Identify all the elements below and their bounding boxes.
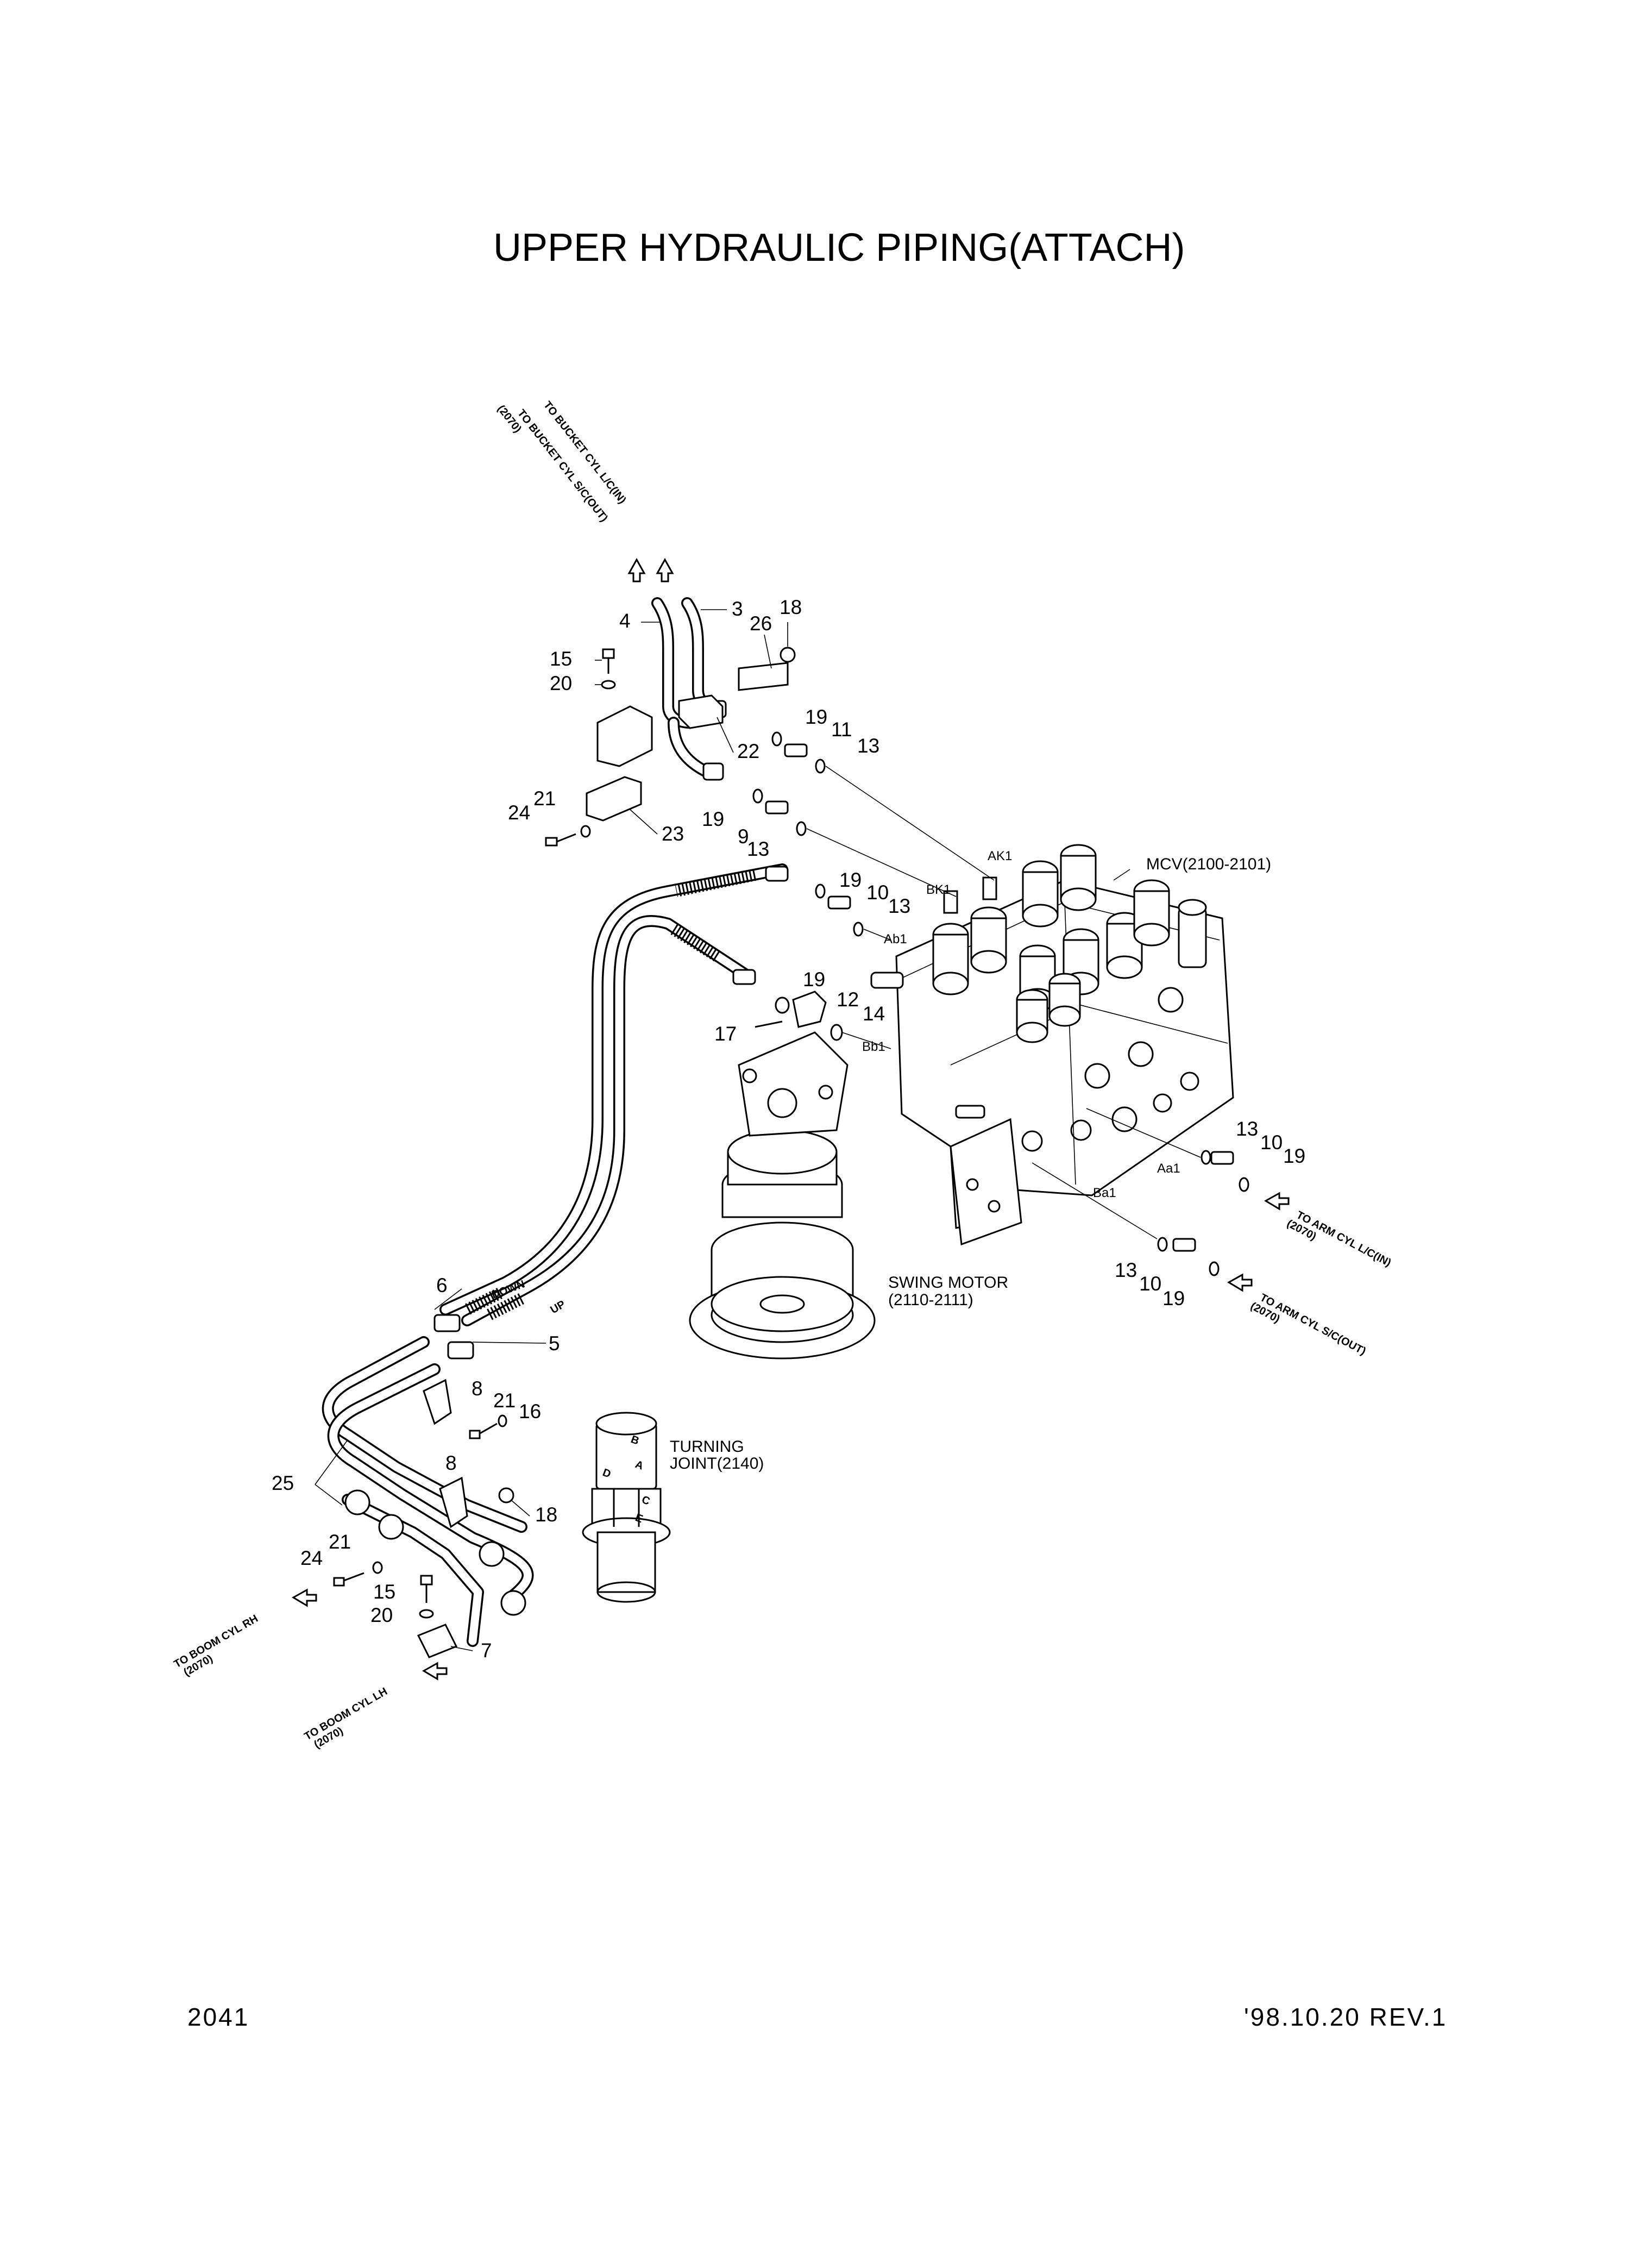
callout-17: 17 <box>714 1023 737 1045</box>
revision-date: '98.10.20 REV.1 <box>1244 2003 1447 2031</box>
diagram-title: UPPER HYDRAULIC PIPING(ATTACH) <box>493 226 1185 270</box>
port-bk1: BK1 <box>926 882 951 897</box>
callout-10b: 10 <box>1260 1131 1283 1154</box>
port-ak1: AK1 <box>988 849 1012 863</box>
callout-21: 21 <box>533 787 556 810</box>
callout-15: 15 <box>550 648 572 670</box>
callout-19b: 19 <box>702 808 724 830</box>
callout-8: 8 <box>472 1377 483 1400</box>
callout-24b: 24 <box>300 1547 323 1569</box>
callout-13d: 13 <box>1236 1118 1258 1140</box>
callout-7: 7 <box>481 1639 492 1662</box>
svg-text:A: A <box>633 1458 645 1473</box>
callout-13e: 13 <box>1115 1259 1137 1281</box>
callout-23: 23 <box>662 823 684 845</box>
arrow-icon <box>627 557 646 582</box>
callout-18b: 18 <box>535 1503 557 1526</box>
attachment-hoses <box>433 863 789 1359</box>
callout-20: 20 <box>550 672 572 694</box>
mcv-body <box>870 844 1234 1246</box>
dest-boom-rh: TO BOOM CYL RH <box>172 1613 260 1670</box>
callout-13: 13 <box>857 735 879 757</box>
callout-12: 12 <box>837 988 859 1011</box>
swing-motor-label: SWING MOTOR <box>888 1274 1008 1292</box>
boom-pipes <box>322 1336 534 1658</box>
callout-21b: 21 <box>493 1389 516 1412</box>
turning-joint-ref: JOINT(2140) <box>670 1455 764 1473</box>
callout-26: 26 <box>750 612 772 635</box>
dest-boom-lh: TO BOOM CYL LH <box>303 1686 389 1743</box>
callout-5: 5 <box>549 1332 560 1355</box>
callout-13c: 13 <box>888 895 910 917</box>
callout-19e: 19 <box>1283 1145 1305 1167</box>
callout-13b: 13 <box>747 838 769 860</box>
callout-10: 10 <box>866 881 889 904</box>
callout-24: 24 <box>508 801 530 824</box>
port-ba1: Ba1 <box>1093 1186 1116 1200</box>
callout-3: 3 <box>732 598 743 620</box>
swing-motor-ref: (2110-2111) <box>888 1291 973 1309</box>
bucket-pipes <box>651 597 727 781</box>
dest-arm-out: TO ARM CYL S/C(OUT) <box>1258 1292 1368 1357</box>
callout-19: 19 <box>805 706 827 728</box>
callout-20b: 20 <box>370 1604 393 1626</box>
callout-21c: 21 <box>329 1531 351 1553</box>
callout-16: 16 <box>519 1400 541 1423</box>
fitting-chains <box>752 731 1249 1276</box>
callout-14: 14 <box>863 1003 885 1025</box>
callout-6: 6 <box>436 1274 448 1296</box>
callout-25: 25 <box>272 1472 294 1494</box>
svg-text:B: B <box>629 1433 640 1448</box>
callout-4: 4 <box>619 610 631 632</box>
arrow-icon <box>1264 1192 1290 1211</box>
callout-8b: 8 <box>445 1452 457 1474</box>
callout-9: 9 <box>738 825 749 848</box>
svg-text:D: D <box>601 1467 612 1481</box>
callout-15b: 15 <box>373 1581 395 1603</box>
port-aa1: Aa1 <box>1157 1161 1180 1176</box>
arrow-icon <box>292 1588 317 1607</box>
turning-joint-label: TURNING <box>670 1438 744 1456</box>
hose-tag-up: UP <box>549 1298 568 1316</box>
callout-22: 22 <box>737 740 759 762</box>
arrow-icon <box>422 1662 448 1681</box>
bucket-pipe-brackets <box>586 662 789 822</box>
callout-18: 18 <box>780 596 802 618</box>
callout-11: 11 <box>831 718 852 741</box>
svg-text:C: C <box>640 1494 651 1508</box>
leader-lines <box>315 609 1130 1651</box>
callout-19c: 19 <box>839 869 862 891</box>
flow-arrows <box>292 557 1290 1681</box>
arrow-icon <box>1227 1273 1253 1292</box>
mcv-label: MCV(2100-2101) <box>1146 855 1271 873</box>
callout-numbers: 3 4 26 18 15 20 22 19 11 13 21 24 23 19 … <box>272 596 1305 1662</box>
port-ab1: Ab1 <box>884 932 907 947</box>
page-number: 2041 <box>187 2003 249 2031</box>
hardware <box>333 647 796 1619</box>
arrow-icon <box>656 557 674 582</box>
callout-19d: 19 <box>803 968 825 991</box>
callout-10c: 10 <box>1139 1273 1161 1295</box>
port-bb1: Bb1 <box>862 1039 885 1054</box>
callout-19f: 19 <box>1162 1287 1185 1310</box>
turning-joint: B A C D E <box>582 1412 671 1603</box>
swing-motor <box>689 1031 876 1359</box>
